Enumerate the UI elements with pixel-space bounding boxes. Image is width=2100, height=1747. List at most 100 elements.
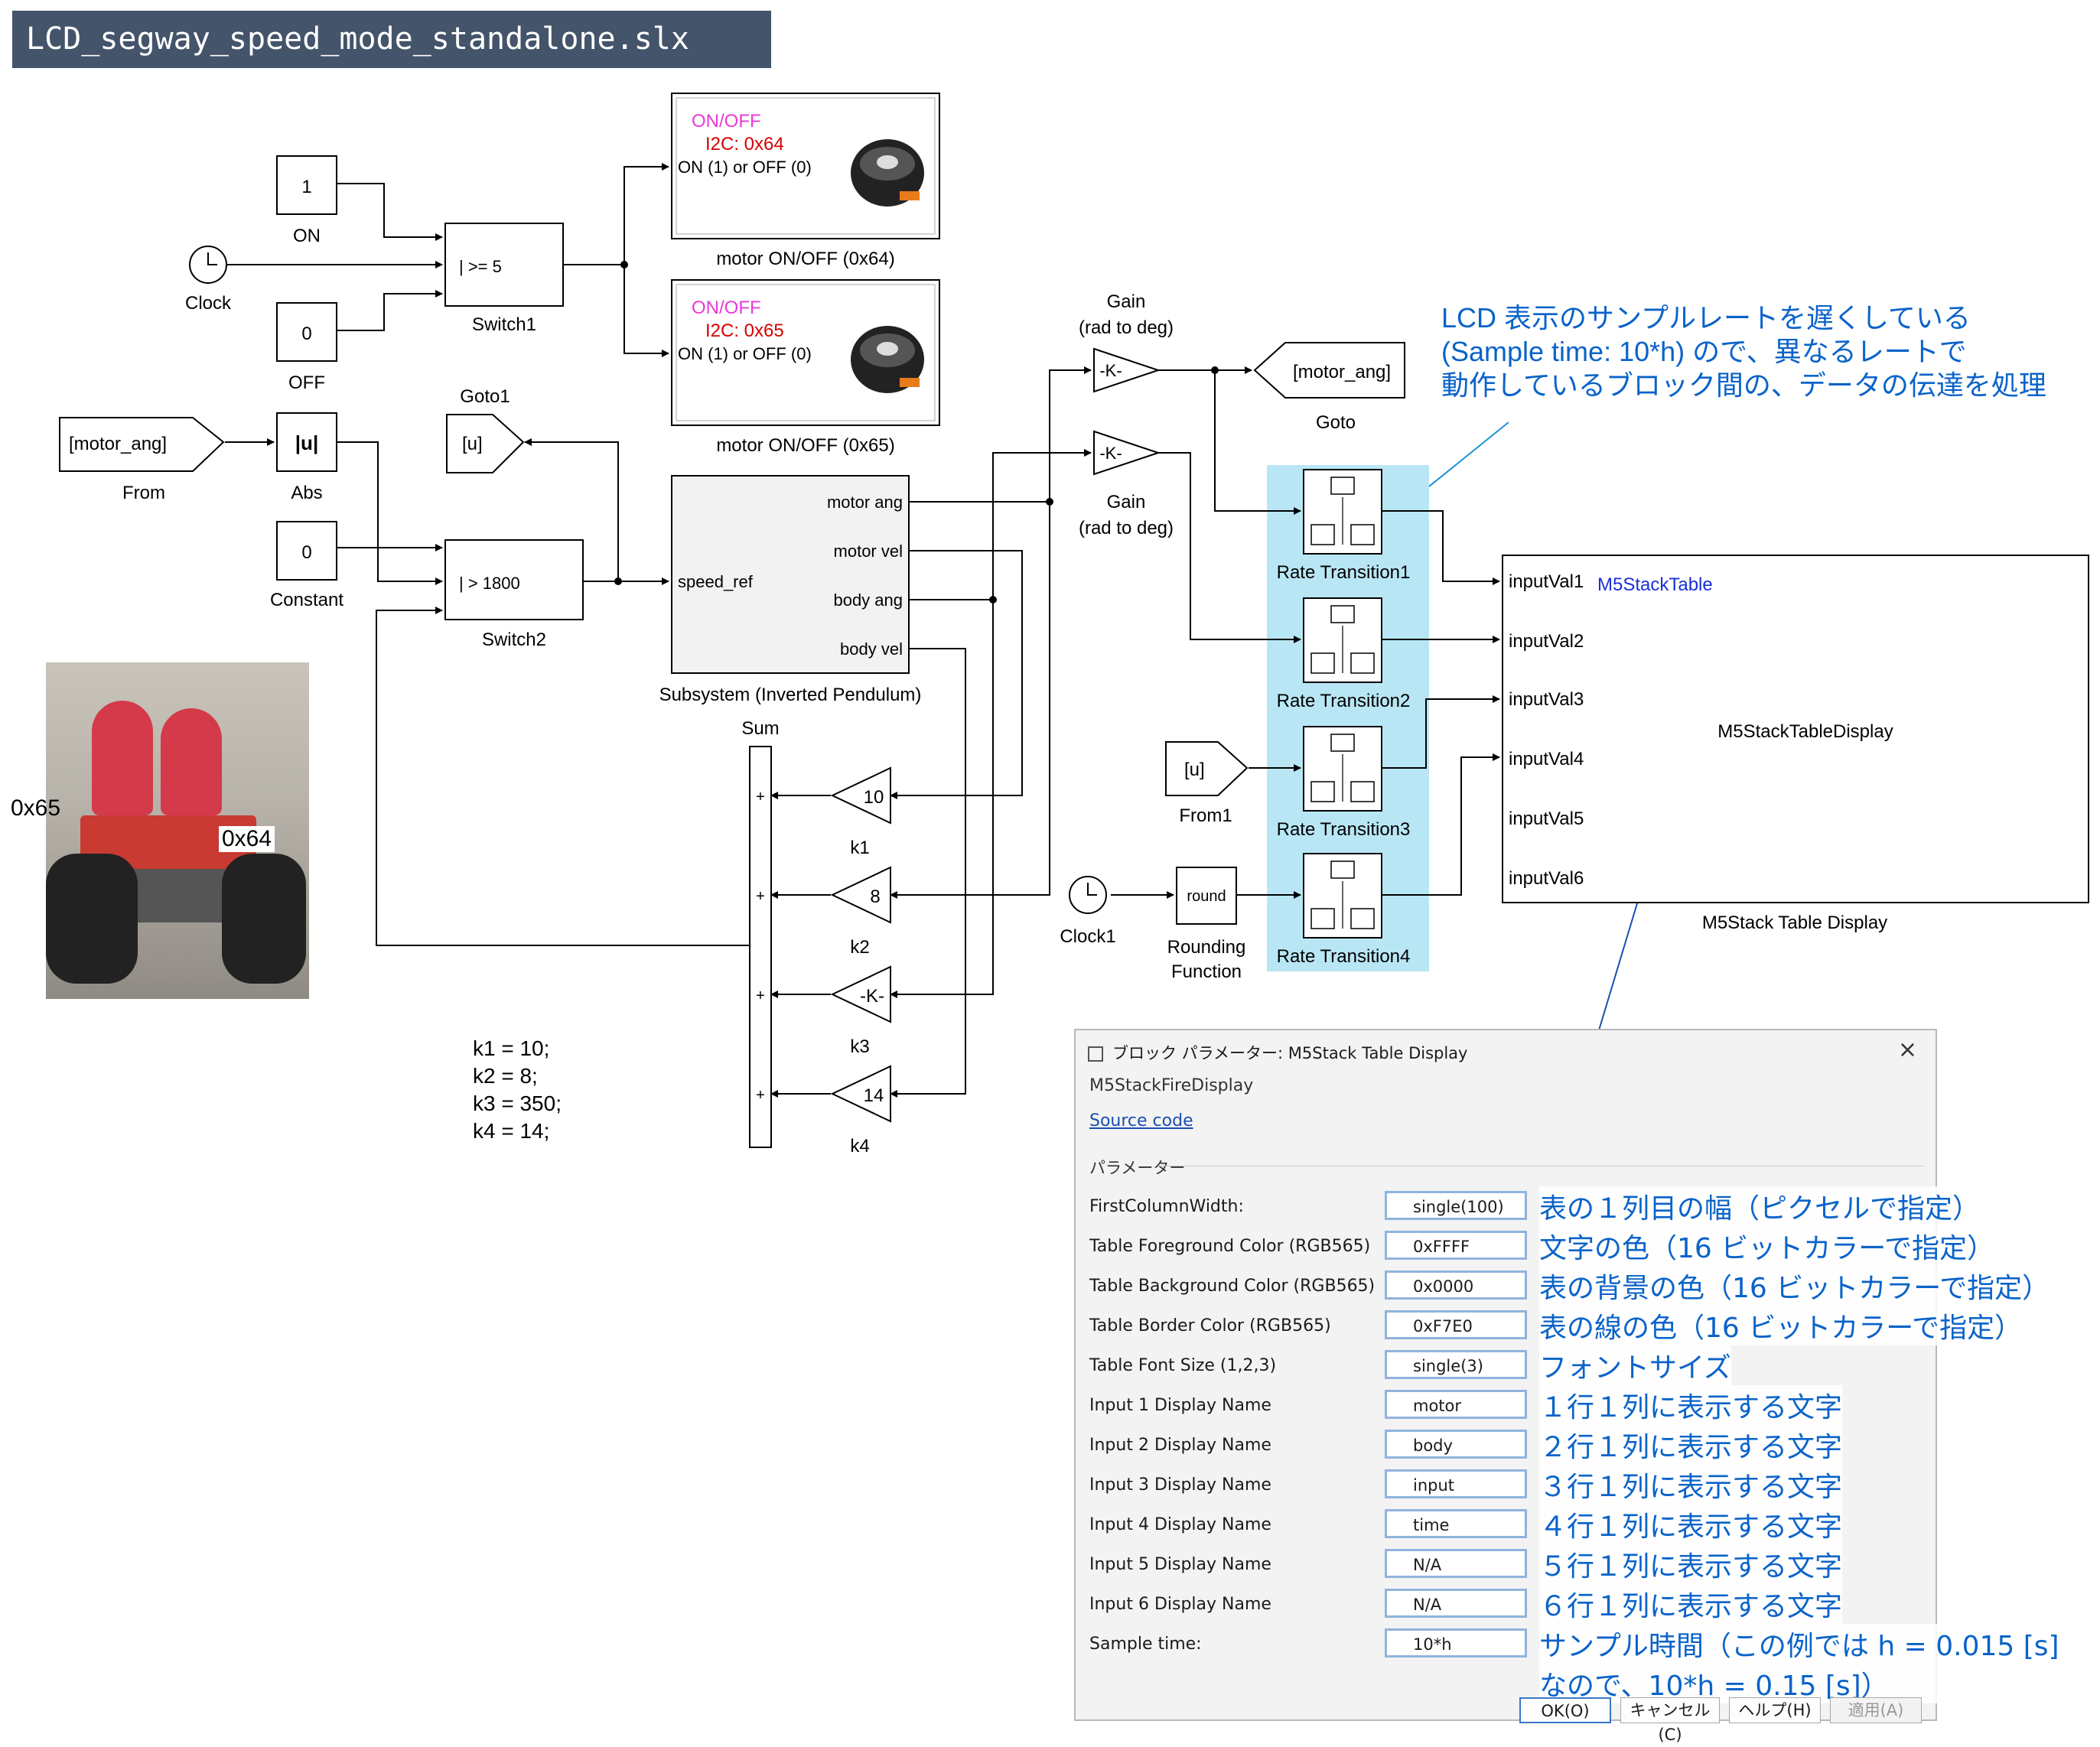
- param-input-background-color[interactable]: 0x0000: [1385, 1270, 1527, 1300]
- param-input-font-size[interactable]: single(3): [1385, 1350, 1527, 1379]
- k3-gain-block[interactable]: [830, 965, 891, 1023]
- k3-value: -K-: [860, 986, 884, 1007]
- gain1-value: -K-: [1099, 361, 1122, 380]
- goto-label: Goto: [1316, 412, 1356, 433]
- gain2-block[interactable]: [1093, 430, 1161, 476]
- param-row-input5-name: Input 5 Display Name N/A ５行１列に表示する文字: [1089, 1544, 1931, 1584]
- param-label: Input 4 Display Name: [1089, 1515, 1271, 1534]
- param-row-input6-name: Input 6 Display Name N/A ６行１列に表示する文字: [1089, 1584, 1931, 1624]
- close-icon[interactable]: ×: [1897, 1036, 1917, 1063]
- gains-line-1: k1 = 10;: [473, 1036, 549, 1060]
- rt3-label: Rate Transition3: [1277, 819, 1411, 840]
- param-input-input6-name[interactable]: N/A: [1385, 1589, 1527, 1618]
- subsystem-out3: body ang: [833, 590, 903, 610]
- rt1-label: Rate Transition1: [1277, 562, 1411, 583]
- rate-transition-4-block[interactable]: [1303, 853, 1382, 939]
- motor2-image-icon: [851, 326, 924, 393]
- goto1-block[interactable]: [446, 414, 525, 473]
- rate-transition-2-block[interactable]: [1303, 597, 1382, 683]
- abs-label: Abs: [291, 483, 322, 503]
- ok-button[interactable]: OK(O): [1519, 1697, 1611, 1723]
- motor1-port: ON (1) or OFF (0): [678, 158, 812, 177]
- param-input-first-column-width[interactable]: single(100): [1385, 1191, 1527, 1220]
- param-input-input5-name[interactable]: N/A: [1385, 1549, 1527, 1578]
- param-input-foreground-color[interactable]: 0xFFFF: [1385, 1231, 1527, 1260]
- const-on-block[interactable]: [276, 155, 337, 215]
- motor2-label: motor ON/OFF (0x65): [716, 435, 894, 456]
- k1-gain-block[interactable]: [830, 766, 891, 825]
- sum-block[interactable]: [749, 746, 772, 1148]
- motor2-i2c: I2C: 0x65: [705, 320, 784, 341]
- motor2-port: ON (1) or OFF (0): [678, 344, 812, 363]
- param-note: ３行１列に表示する文字: [1539, 1465, 1843, 1505]
- annotation-line-3: 動作しているブロック間の、データの伝達を処理: [1441, 369, 2046, 401]
- gain1-block[interactable]: [1093, 347, 1161, 393]
- param-row-input1-name: Input 1 Display Name motor １行１列に表示する文字: [1089, 1385, 1931, 1425]
- annotation-line-1: LCD 表示のサンプルレートを遅くしている: [1441, 302, 1971, 333]
- dialog-subtitle: M5StackFireDisplay: [1089, 1076, 1254, 1095]
- subsystem-out4: body vel: [840, 639, 903, 659]
- param-note: １行１列に表示する文字: [1539, 1385, 1843, 1425]
- abs-block[interactable]: [276, 412, 337, 472]
- gain2-value: -K-: [1099, 444, 1122, 463]
- m5-tag: M5StackTable: [1597, 574, 1713, 595]
- param-input-input2-name[interactable]: body: [1385, 1430, 1527, 1459]
- rt4-label: Rate Transition4: [1277, 946, 1411, 967]
- clock-label: Clock: [185, 293, 232, 314]
- constant-value: 0: [301, 542, 311, 563]
- param-note: サンプル時間（この例では h = 0.015 [s]: [1539, 1631, 2059, 1662]
- block-parameters-dialog: ブロック パラメーター: M5Stack Table Display × M5S…: [1074, 1029, 2059, 1744]
- k2-gain-block[interactable]: [830, 866, 891, 924]
- param-label: Input 1 Display Name: [1089, 1396, 1271, 1415]
- switch2-threshold: | > 1800: [459, 574, 520, 593]
- constant-block[interactable]: [276, 521, 337, 581]
- param-input-input4-name[interactable]: time: [1385, 1509, 1527, 1538]
- m5stack-table-display-block[interactable]: [1502, 555, 2089, 903]
- motor1-image-icon: [851, 139, 924, 207]
- param-input-sample-time[interactable]: 10*h: [1385, 1628, 1527, 1658]
- rate-transition-1-block[interactable]: [1303, 469, 1382, 555]
- m5-in3: inputVal3: [1509, 689, 1584, 710]
- cancel-button[interactable]: キャンセル(C): [1620, 1697, 1720, 1744]
- k4-gain-block[interactable]: [830, 1065, 891, 1123]
- sum-sign-4: +: [756, 1087, 765, 1104]
- m5-center: M5StackTableDisplay: [1717, 721, 1893, 742]
- subsystem-block[interactable]: [671, 475, 910, 674]
- switch1-block[interactable]: [444, 223, 564, 307]
- sum-label: Sum: [741, 718, 779, 739]
- param-input-input1-name[interactable]: motor: [1385, 1390, 1527, 1419]
- param-note: ４行１列に表示する文字: [1539, 1505, 1843, 1544]
- param-row-first-column-width: FirstColumnWidth: single(100) 表の１列目の幅（ピク…: [1089, 1186, 1981, 1226]
- param-input-border-color[interactable]: 0xF7E0: [1385, 1310, 1527, 1339]
- clock1-label: Clock1: [1060, 926, 1115, 947]
- photo-label-0x65: 0x65: [11, 795, 61, 821]
- motor2-onoff: ON/OFF: [692, 298, 761, 318]
- param-note: 表の１列目の幅（ピクセルで指定）: [1539, 1186, 1981, 1226]
- sum-sign-3: +: [756, 987, 765, 1004]
- param-input-input3-name[interactable]: input: [1385, 1469, 1527, 1498]
- goto-block[interactable]: [1253, 342, 1405, 399]
- rate-transition-3-block[interactable]: [1303, 726, 1382, 812]
- k4-value: 14: [864, 1085, 884, 1106]
- param-label: Table Background Color (RGB565): [1089, 1277, 1376, 1296]
- subsystem-label: Subsystem (Inverted Pendulum): [659, 685, 922, 705]
- k1-value: 10: [864, 787, 884, 808]
- m5-in6: inputVal6: [1509, 868, 1584, 889]
- switch2-block[interactable]: [444, 539, 584, 620]
- const-off-value: 0: [301, 324, 311, 344]
- source-code-link[interactable]: Source code: [1089, 1111, 1193, 1131]
- m5-in1: inputVal1: [1509, 571, 1584, 592]
- param-row-input4-name: Input 4 Display Name time ４行１列に表示する文字: [1089, 1505, 1931, 1544]
- from1-block[interactable]: [1165, 741, 1249, 796]
- param-label: Table Border Color (RGB565): [1089, 1316, 1331, 1335]
- rounding-function-block[interactable]: [1176, 867, 1237, 925]
- param-label: FirstColumnWidth:: [1089, 1197, 1244, 1216]
- help-button[interactable]: ヘルプ(H): [1729, 1697, 1821, 1723]
- from-block[interactable]: [59, 417, 225, 472]
- param-note: ２行１列に表示する文字: [1539, 1425, 1843, 1465]
- param-note: 文字の色（16 ビットカラーで指定）: [1539, 1226, 1995, 1266]
- gains-line-4: k4 = 14;: [473, 1119, 549, 1143]
- apply-button[interactable]: 適用(A): [1830, 1697, 1922, 1723]
- const-off-block[interactable]: [276, 302, 337, 362]
